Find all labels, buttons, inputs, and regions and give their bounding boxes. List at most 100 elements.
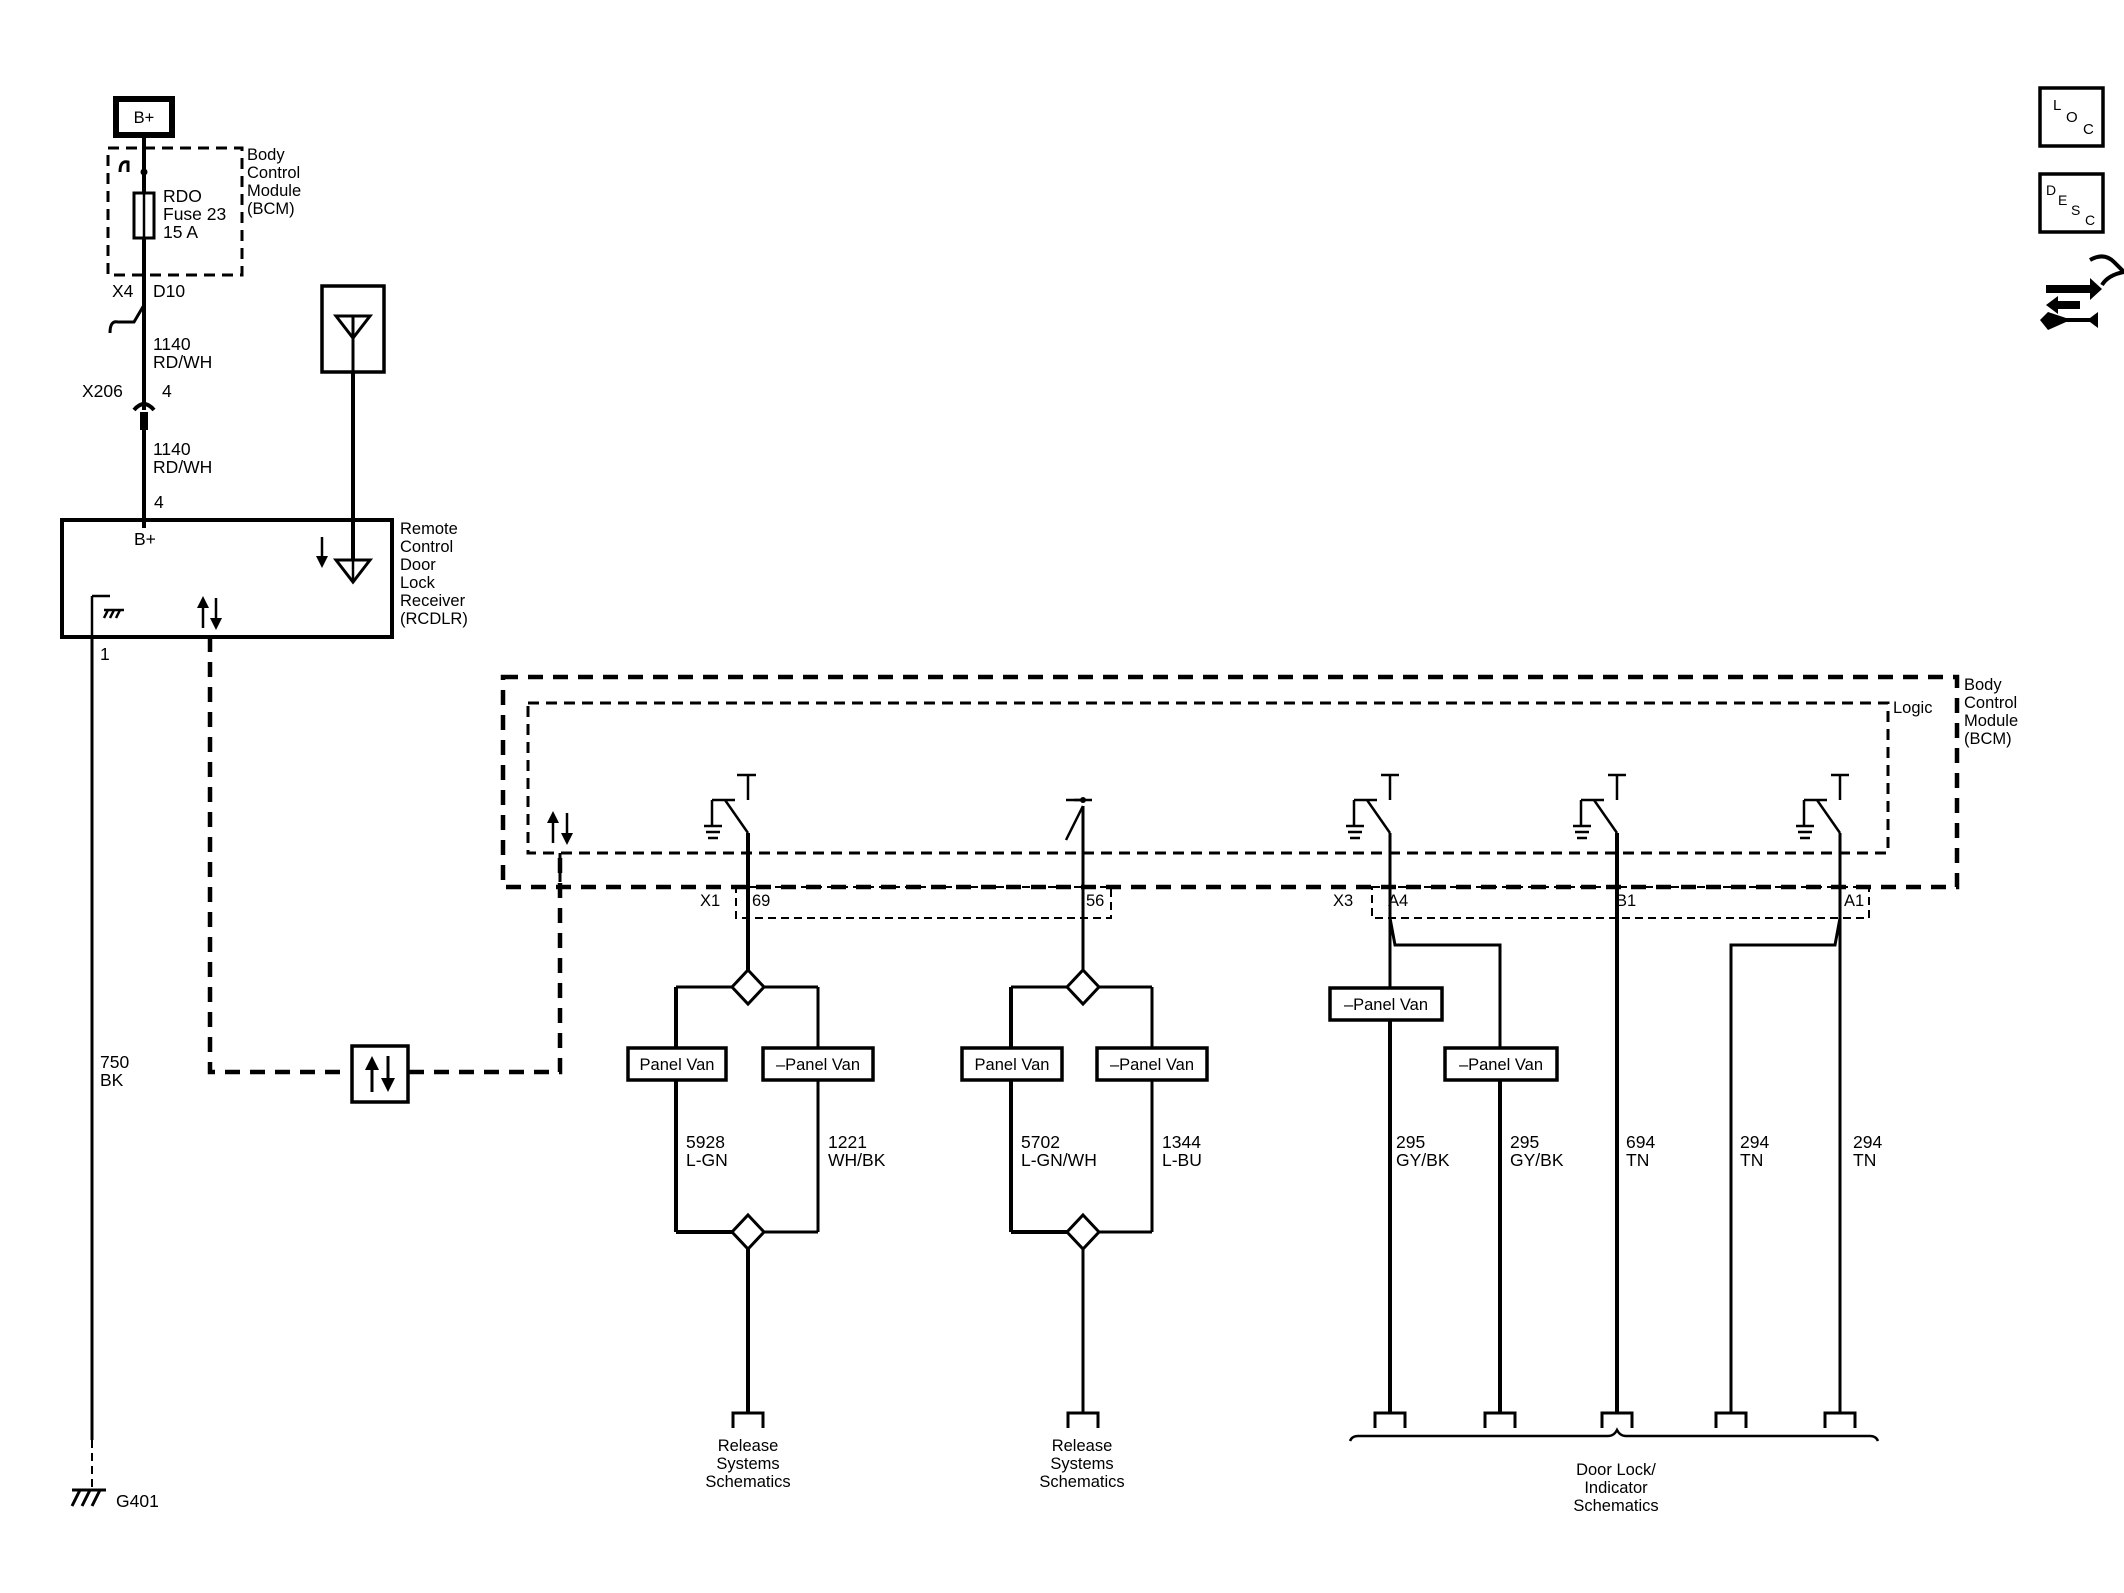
release-systems-schematics-2[interactable]: Release Systems Schematics xyxy=(1039,1437,1124,1491)
svg-text:B+: B+ xyxy=(134,109,155,127)
ground-icon xyxy=(90,594,124,637)
bcm-logic-label: Logic xyxy=(1893,699,1932,717)
svg-text:Remote: Remote xyxy=(400,520,458,538)
pin-d10: D10 xyxy=(153,281,185,301)
serial-data-line xyxy=(207,637,350,1075)
ground-g401-icon xyxy=(70,1488,106,1507)
rcdlr-pin-4: 4 xyxy=(154,492,164,512)
wire-294b-color: TN xyxy=(1853,1150,1876,1170)
svg-text:C: C xyxy=(2085,212,2095,228)
bcm-switch-a4-icon xyxy=(1346,773,1399,840)
doorlock-brace xyxy=(1348,1427,1880,1442)
connector-x1-outline xyxy=(735,886,1112,919)
svg-text:Fuse 23: Fuse 23 xyxy=(163,204,226,224)
rcdlr-name: Remote Control Door Lock Receiver (RCDLR… xyxy=(400,520,468,628)
wire-1140-color: RD/WH xyxy=(153,352,212,372)
connector-x3-outline xyxy=(1371,886,1870,919)
svg-text:Module: Module xyxy=(1964,712,2018,730)
rcdlr-module xyxy=(60,518,394,639)
fuse-label: RDO Fuse 23 15 A xyxy=(163,186,226,242)
wire-295a-number: 295 xyxy=(1396,1132,1425,1152)
option-panel-van-56: Panel Van xyxy=(960,1046,1064,1082)
svg-text:Control: Control xyxy=(247,164,300,182)
pin-56: 56 xyxy=(1086,892,1104,910)
svg-text:Schematics: Schematics xyxy=(1573,1497,1658,1515)
svg-text:L: L xyxy=(2053,97,2061,114)
doorlock-connectors xyxy=(1373,1411,1857,1428)
bcm-switch-69-icon xyxy=(704,773,756,840)
svg-text:(RCDLR): (RCDLR) xyxy=(400,610,468,628)
wire-1344-number: 1344 xyxy=(1162,1132,1201,1152)
wire-5702-color: L-GN/WH xyxy=(1021,1150,1097,1170)
wire-5928-number: 5928 xyxy=(686,1132,725,1152)
svg-text:Control: Control xyxy=(400,538,453,556)
svg-text:Module: Module xyxy=(247,182,301,200)
option-panel-van-69: Panel Van xyxy=(626,1046,728,1082)
option-splice-bottom-56 xyxy=(1064,1212,1102,1252)
bcm-fuse-block-outline xyxy=(106,146,244,277)
svg-text:Panel Van: Panel Van xyxy=(975,1056,1050,1074)
serial-data-bus-icon xyxy=(350,1044,410,1104)
pin-69: 69 xyxy=(752,892,770,910)
bcm-logic-outline xyxy=(526,701,1890,855)
wire-1140b-number: 1140 xyxy=(153,439,191,459)
svg-text:RDO: RDO xyxy=(163,186,202,206)
option-not-panel-van-56: –Panel Van xyxy=(1095,1046,1209,1082)
connector-x206: X206 xyxy=(82,381,123,401)
serial-data-icon xyxy=(197,596,222,630)
bcm-serial-data-icon xyxy=(547,811,573,845)
svg-text:Systems: Systems xyxy=(1050,1455,1113,1473)
door-lock-indicator-schematics[interactable]: Door Lock/ Indicator Schematics xyxy=(1573,1461,1658,1515)
svg-text:C: C xyxy=(2083,121,2094,138)
wire-294a-color: TN xyxy=(1740,1150,1763,1170)
svg-text:E: E xyxy=(2058,192,2067,208)
svg-text:Systems: Systems xyxy=(716,1455,779,1473)
wire-294a-number: 294 xyxy=(1740,1132,1769,1152)
svg-text:Panel Van: Panel Van xyxy=(640,1056,715,1074)
option-splice-top-56 xyxy=(1064,967,1102,1007)
svg-text:Receiver: Receiver xyxy=(400,592,466,610)
pin-a1: A1 xyxy=(1844,892,1864,910)
svg-text:–Panel Van: –Panel Van xyxy=(1459,1056,1543,1074)
wire-294b-number: 294 xyxy=(1853,1132,1882,1152)
wrench-arrows-icon[interactable] xyxy=(2040,254,2124,330)
svg-text:Schematics: Schematics xyxy=(1039,1473,1124,1491)
connector-x3: X3 xyxy=(1333,892,1353,910)
loc-icon[interactable]: L O C xyxy=(2038,86,2105,148)
svg-text:O: O xyxy=(2066,109,2078,126)
wire-750-number: 750 xyxy=(100,1052,129,1072)
svg-text:(BCM): (BCM) xyxy=(247,200,295,218)
svg-text:Indicator: Indicator xyxy=(1584,1479,1648,1497)
bcm-switch-a1-icon xyxy=(1796,773,1849,840)
svg-text:15 A: 15 A xyxy=(163,222,198,242)
desc-icon[interactable]: D E S C xyxy=(2038,172,2105,234)
svg-text:Release: Release xyxy=(1052,1437,1113,1455)
rcdlr-bplus-label: B+ xyxy=(134,529,156,549)
ground-label: G401 xyxy=(116,1491,159,1511)
wire-1140-number: 1140 xyxy=(153,334,191,354)
svg-text:Schematics: Schematics xyxy=(705,1473,790,1491)
x206-pin: 4 xyxy=(162,381,172,401)
option-not-panel-van-a4b: –Panel Van xyxy=(1443,1046,1559,1082)
option-not-panel-van-a4: –Panel Van xyxy=(1328,986,1444,1022)
wire-1140b-color: RD/WH xyxy=(153,457,212,477)
wire-295b-color: GY/BK xyxy=(1510,1150,1564,1170)
connector-x1: X1 xyxy=(700,892,720,910)
release-connector-1 xyxy=(731,1411,765,1428)
wire-750-color: BK xyxy=(100,1070,124,1090)
antenna-icon xyxy=(320,284,386,374)
wire-5702-number: 5702 xyxy=(1021,1132,1060,1152)
wire-1221-color: WH/BK xyxy=(828,1150,886,1170)
release-connector-2 xyxy=(1066,1411,1100,1428)
wire-295a-color: GY/BK xyxy=(1396,1150,1450,1170)
fuse-module-label: Body Control Module (BCM) xyxy=(247,146,301,218)
svg-text:D: D xyxy=(2046,182,2056,198)
bcm-module-outline xyxy=(500,674,1960,890)
svg-text:S: S xyxy=(2071,202,2080,218)
svg-text:Release: Release xyxy=(718,1437,779,1455)
release-systems-schematics-1[interactable]: Release Systems Schematics xyxy=(705,1437,790,1491)
connector-x4: X4 xyxy=(112,281,134,301)
wire-295b-number: 295 xyxy=(1510,1132,1539,1152)
battery-positive-source: B+ xyxy=(113,96,175,138)
